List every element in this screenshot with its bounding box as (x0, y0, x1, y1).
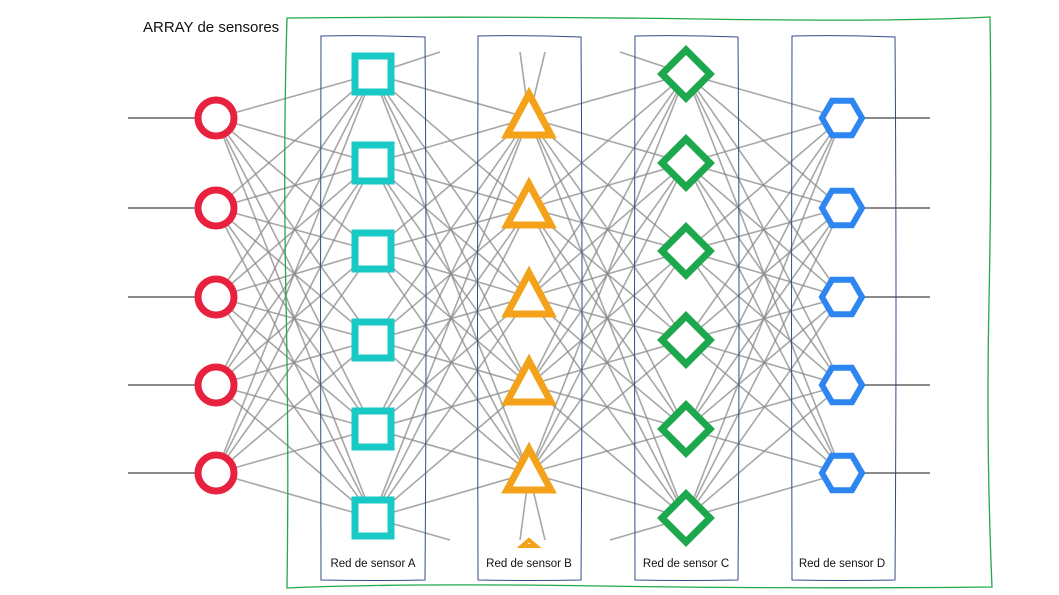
connection-line (372, 117, 530, 430)
connection-line (528, 250, 687, 474)
connection-line (528, 339, 687, 474)
connection-line (372, 117, 530, 519)
triangle-node (501, 353, 557, 406)
connection-line (372, 384, 530, 519)
connection-line (215, 73, 374, 119)
group-label-c: Red de sensor C (643, 558, 729, 570)
array-border (284, 16, 993, 589)
connection-line (528, 73, 687, 298)
connection-line (372, 472, 530, 519)
hexagon-node (818, 276, 866, 318)
square-node (351, 141, 395, 185)
connection-line (528, 73, 687, 119)
connection-line (685, 117, 843, 519)
hexagon-node (818, 97, 866, 139)
connection-line (528, 73, 687, 474)
triangle-node (501, 176, 557, 229)
square-node (351, 496, 395, 540)
diamond-node (657, 222, 715, 280)
connection-line (685, 117, 843, 164)
connection-line (528, 73, 687, 386)
square-node (351, 229, 395, 273)
connection-line (372, 207, 530, 519)
diamond-node (657, 134, 715, 192)
connection-line (528, 428, 687, 474)
triangle-node (501, 265, 557, 318)
group-label-b: Red de sensor B (486, 558, 572, 570)
connection-line (215, 472, 374, 519)
connection-line (685, 117, 843, 430)
connection-line (685, 73, 843, 119)
connection-line (372, 117, 530, 252)
connection-line (685, 384, 843, 519)
group-frame-a (320, 35, 427, 581)
hexagon-node (818, 187, 866, 229)
connection-line (215, 162, 374, 474)
circle-node (194, 275, 238, 319)
connection-line (215, 428, 374, 474)
connection-line (215, 73, 374, 386)
square-node (351, 407, 395, 451)
circle-node (194, 96, 238, 140)
circle-node (194, 363, 238, 407)
connection-line (685, 472, 843, 519)
circle-node (194, 451, 238, 495)
triangle-node-partial (516, 537, 542, 548)
square-node (351, 52, 395, 96)
nodes (194, 45, 866, 548)
circle-node (194, 186, 238, 230)
diamond-node (657, 311, 715, 369)
connection-line (215, 339, 374, 474)
group-frame-c (634, 35, 740, 581)
hexagon-node (818, 364, 866, 406)
triangle-node (501, 86, 557, 139)
array-title: ARRAY de sensores (143, 19, 280, 36)
connection-line (685, 117, 843, 252)
connection-line (685, 207, 843, 519)
connection-line (685, 296, 843, 519)
connection-line (215, 73, 374, 298)
connection-line (372, 73, 530, 119)
connection-line (685, 117, 843, 341)
group-frame-b (477, 35, 583, 581)
square-node (351, 318, 395, 362)
group-label-d: Red de sensor D (799, 558, 885, 570)
diamond-node (657, 400, 715, 458)
connection-line (528, 472, 687, 519)
connection-line (372, 117, 530, 341)
connection-line (528, 73, 687, 209)
connection-line (215, 250, 374, 474)
diamond-node (657, 45, 715, 103)
connection-line (215, 73, 374, 474)
hexagon-node (818, 452, 866, 494)
connection-line (372, 296, 530, 519)
diamond-node (657, 489, 715, 547)
group-labels: Red de sensor A Red de sensor B Red de s… (330, 558, 885, 570)
connection-line (215, 73, 374, 209)
triangle-node (501, 441, 557, 494)
connection-line (528, 162, 687, 474)
group-label-a: Red de sensor A (330, 558, 415, 570)
group-frame-d (791, 35, 897, 581)
connections (215, 51, 843, 541)
group-frames (320, 35, 897, 581)
connection-line (372, 117, 530, 164)
